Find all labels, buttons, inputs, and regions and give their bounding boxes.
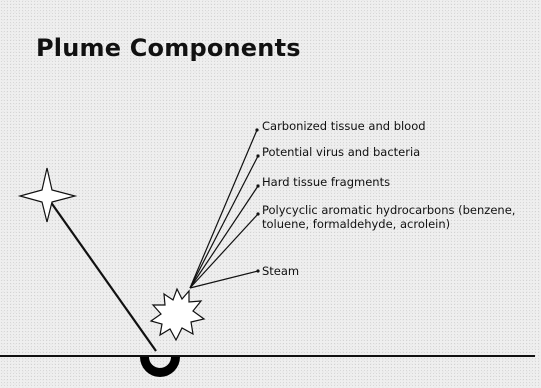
component-label-hydrocarbons: Polycyclic aromatic hydrocarbons (benzen… [262,203,541,231]
leader-line-hydrocarbons [190,214,258,288]
plume-burst-icon [151,289,204,340]
arrowhead-steam [256,269,259,272]
component-label-virus: Potential virus and bacteria [262,145,420,159]
component-label-carbonized: Carbonized tissue and blood [262,119,426,133]
plume-leader-lines [190,130,258,288]
leader-arrowheads [255,128,259,272]
leader-line-fragments [190,186,258,288]
arrowhead-carbonized [255,128,258,131]
component-label-steam: Steam [262,264,299,278]
arrowhead-hydrocarbons [256,212,259,215]
leader-line-virus [190,156,258,288]
laser-source-star-icon [20,168,75,222]
leader-line-carbonized [190,130,257,288]
tissue-crater-icon [140,357,180,377]
laser-beam-line [50,201,156,351]
arrowhead-fragments [256,184,259,187]
arrowhead-virus [256,154,259,157]
component-label-fragments: Hard tissue fragments [262,175,390,189]
